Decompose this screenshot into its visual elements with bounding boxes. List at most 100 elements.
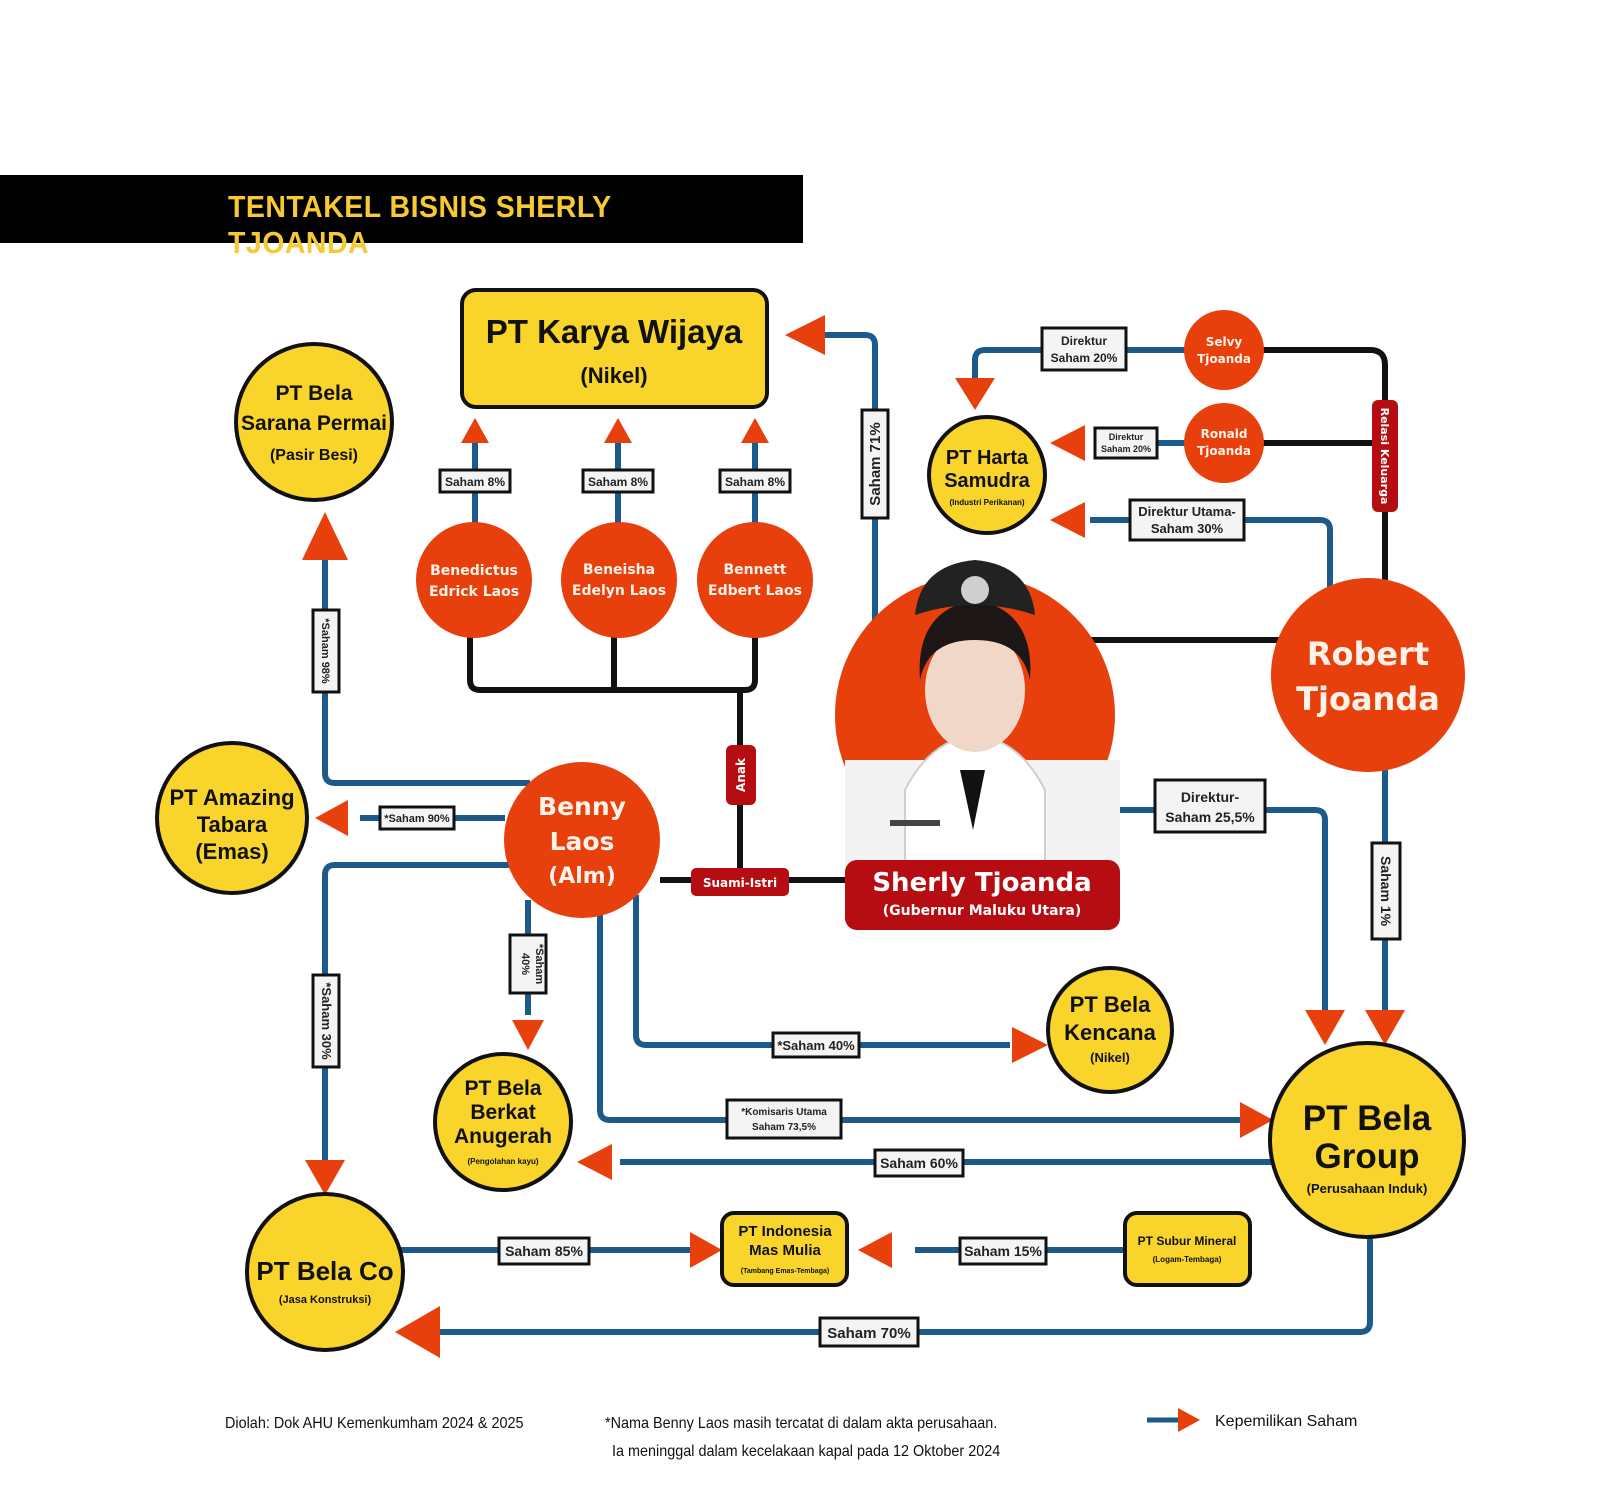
label-text: *Saham 40% bbox=[777, 1038, 855, 1053]
arrow-icon bbox=[858, 1232, 892, 1268]
company-bela-group: PT Bela Group (Perusahaan Induk) bbox=[1268, 1041, 1466, 1239]
edge-label-sherly-group: Direktur- Saham 25,5% bbox=[1153, 778, 1267, 834]
footer-note-line1: *Nama Benny Laos masih tercatat di dalam… bbox=[605, 1415, 998, 1432]
label-text: PT Subur Mineral bbox=[1138, 1234, 1237, 1248]
line-benny-group bbox=[597, 910, 1240, 1123]
label-text: Ronald bbox=[1201, 427, 1248, 441]
label-text: Saham 8% bbox=[588, 475, 648, 489]
label-text: Edbert Laos bbox=[708, 583, 802, 599]
portrait-tie bbox=[960, 770, 985, 830]
line-sherly-karya bbox=[820, 332, 878, 650]
label-text: Direktur- bbox=[1181, 789, 1240, 805]
person-ronald: Ronald Tjoanda bbox=[1184, 403, 1264, 483]
arrow-icon bbox=[1305, 1010, 1345, 1045]
label-text: Benny bbox=[538, 792, 626, 821]
label-text: (Pengolahan kayu) bbox=[467, 1157, 538, 1166]
label-text: *Saham 98% bbox=[319, 618, 331, 684]
label-text: *Saham 90% bbox=[384, 813, 450, 825]
label-text: Saham 85% bbox=[505, 1243, 583, 1259]
label-text: (Pasir Besi) bbox=[270, 447, 358, 464]
label-text: (Logam-Tembaga) bbox=[1153, 1255, 1222, 1264]
arrow-icon bbox=[577, 1144, 612, 1180]
arrow-icon bbox=[955, 378, 995, 410]
person-benny: Benny Laos (Alm) bbox=[504, 762, 660, 918]
arrow-icon bbox=[785, 315, 825, 355]
edge-label-benny-berkat: *Saham 40% bbox=[508, 933, 548, 995]
label-text: Beneisha bbox=[583, 562, 655, 578]
label-text: Edelyn Laos bbox=[572, 583, 666, 599]
label-text: Kencana bbox=[1064, 1020, 1156, 1045]
arrowheads bbox=[302, 315, 1405, 1358]
edge-label-group-belaco: Saham 70% bbox=[818, 1316, 920, 1348]
edge-label-benny-sarana: *Saham 98% bbox=[311, 608, 341, 694]
person-robert: Robert Tjoanda bbox=[1271, 578, 1465, 772]
arrow-icon bbox=[690, 1232, 722, 1268]
label-text: PT Bela Co bbox=[256, 1256, 393, 1286]
edge-label-belaco-mas-mulia: Saham 85% bbox=[497, 1236, 591, 1266]
relation-tags: Anak Suami-Istri Relasi Keluarga bbox=[691, 400, 1398, 896]
edge-label-sherly-karya: Saham 71% bbox=[860, 408, 890, 520]
label-text: Saham 71% bbox=[867, 422, 884, 505]
person-bennett: Bennett Edbert Laos bbox=[697, 522, 813, 638]
arrow-icon bbox=[1365, 1010, 1405, 1045]
label-text: *Komisaris Utama bbox=[741, 1107, 827, 1118]
edge-label-benedictus-karya: Saham 8% bbox=[438, 468, 512, 494]
label-text: PT Bela bbox=[275, 382, 352, 405]
sherly-role: (Gubernur Maluku Utara) bbox=[883, 903, 1082, 919]
label-text: Group bbox=[1315, 1137, 1420, 1176]
company-bela-berkat-anugerah: PT Bela Berkat Anugerah (Pengolahan kayu… bbox=[433, 1052, 573, 1192]
label-text: Bennett bbox=[724, 562, 787, 578]
arrow-icon bbox=[302, 512, 348, 560]
edge-label-bennett-karya: Saham 8% bbox=[718, 468, 792, 494]
label-text: PT Bela bbox=[1070, 992, 1151, 1017]
relation-suami-istri: Suami-Istri bbox=[691, 868, 789, 896]
label-text: Robert bbox=[1307, 635, 1429, 673]
label-text: *Saham bbox=[533, 944, 545, 985]
arrow-icon bbox=[1050, 502, 1085, 538]
label-text: Saham 20% bbox=[1101, 444, 1151, 454]
label-text: PT Bela bbox=[1303, 1099, 1432, 1138]
footer-source: Diolah: Dok AHU Kemenkumham 2024 & 2025 bbox=[225, 1415, 524, 1432]
edge-label-benny-belaco: *Saham 30% bbox=[311, 973, 341, 1069]
person-beneisha: Beneisha Edelyn Laos bbox=[561, 522, 677, 638]
label-text: Tjoanda bbox=[1197, 352, 1251, 366]
person-benedictus: Benedictus Edrick Laos bbox=[416, 522, 532, 638]
edge-label-group-berkat: Saham 60% bbox=[873, 1148, 965, 1178]
portrait-hair bbox=[919, 600, 1031, 680]
company-harta-samudra: PT Harta Samudra (Industri Perikanan) bbox=[927, 415, 1047, 535]
line-benny-belaco bbox=[322, 862, 510, 1160]
label-text: PT Karya Wijaya bbox=[486, 313, 743, 350]
label-text: (Perusahaan Induk) bbox=[1307, 1181, 1428, 1196]
label-text: 40% bbox=[519, 953, 531, 975]
label-text: Saham 20% bbox=[1051, 351, 1118, 365]
edge-label-selvy-harta: Direktur Saham 20% bbox=[1040, 326, 1128, 372]
label-text: Saham 25,5% bbox=[1165, 809, 1255, 825]
edge-labels: Saham 8% Saham 8% Saham 8% Saham 71% *Sa… bbox=[311, 326, 1402, 1348]
label-text: (Jasa Konstruksi) bbox=[279, 1294, 372, 1306]
label-text: (Alm) bbox=[548, 864, 616, 889]
edge-label-benny-group: *Komisaris Utama Saham 73,5% bbox=[725, 1098, 843, 1140]
company-karya-wijaya: PT Karya Wijaya (Nikel) bbox=[460, 288, 769, 409]
label-text: Relasi Keluarga bbox=[1378, 408, 1391, 505]
label-text: Saham 1% bbox=[1378, 856, 1394, 927]
arrow-icon bbox=[512, 1020, 544, 1050]
label-text: Selvy bbox=[1206, 335, 1243, 349]
portrait-cap-badge-icon bbox=[961, 576, 989, 604]
arrow-icon bbox=[395, 1306, 440, 1358]
edge-label-beneisha-karya: Saham 8% bbox=[581, 468, 655, 494]
label-text: Direktur bbox=[1061, 334, 1107, 348]
label-text: Tjoanda bbox=[1197, 444, 1251, 458]
label-text: Saham 15% bbox=[964, 1243, 1042, 1259]
portrait-nametag bbox=[890, 820, 940, 826]
label-text: Laos bbox=[550, 827, 615, 856]
company-amazing-tabara: PT Amazing Tabara (Emas) bbox=[155, 741, 309, 895]
line-benny-sarana bbox=[322, 560, 530, 786]
label-text: (Tambang Emas-Tembaga) bbox=[741, 1268, 829, 1275]
label-text: Mas Mulia bbox=[749, 1242, 821, 1259]
line-sherly-group bbox=[1120, 807, 1328, 1015]
person-sherly: Sherly Tjoanda (Gubernur Maluku Utara) bbox=[845, 860, 1120, 930]
label-text: Berkat bbox=[470, 1101, 535, 1124]
edge-label-ronald-harta: Direktur Saham 20% bbox=[1093, 426, 1159, 460]
label-text: PT Bela bbox=[464, 1077, 541, 1100]
